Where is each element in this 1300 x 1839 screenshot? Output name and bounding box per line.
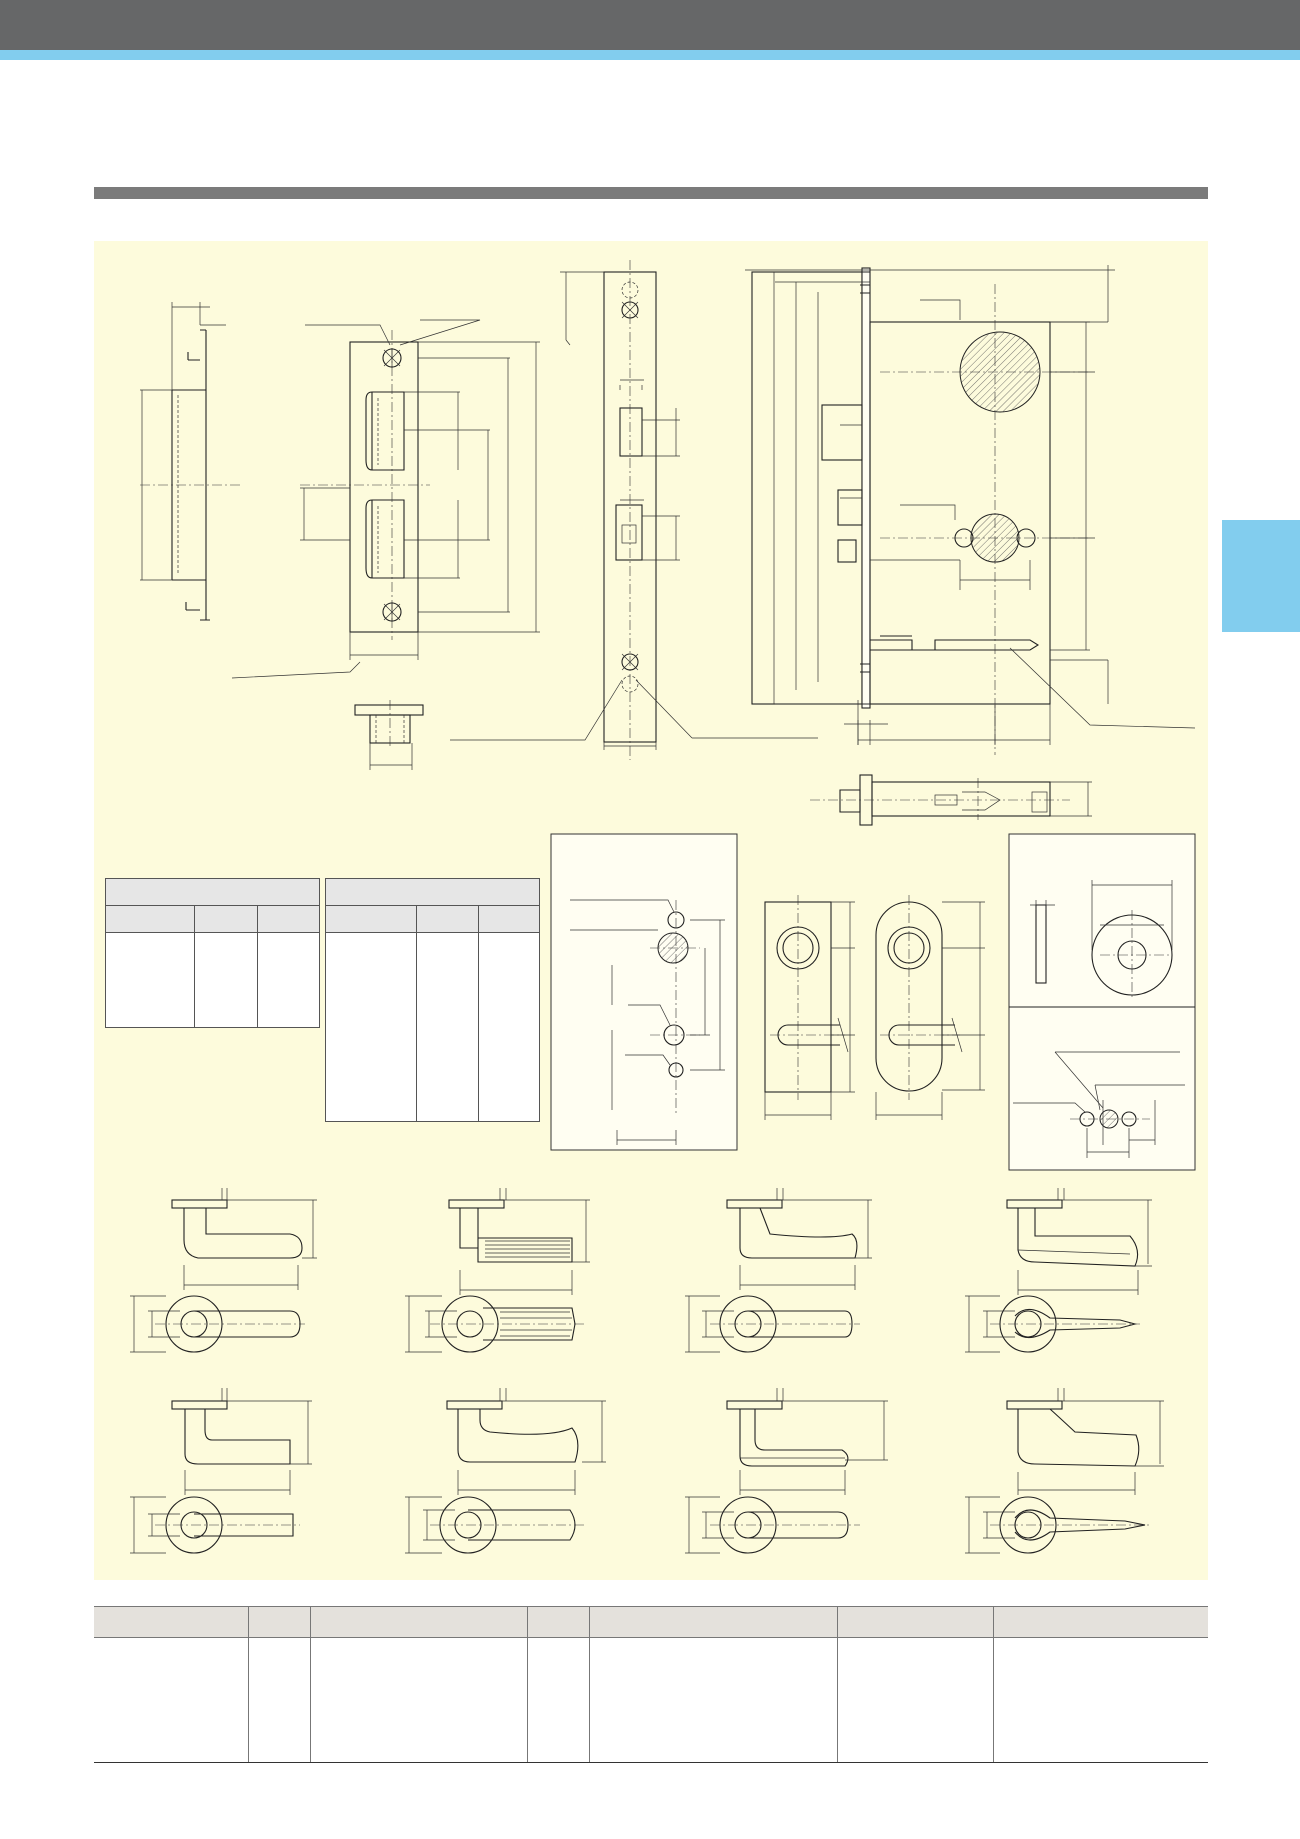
escutcheon-round-end xyxy=(875,895,985,1120)
spec-cell xyxy=(195,933,258,1027)
spec-header-cell xyxy=(258,906,319,932)
product-table xyxy=(94,1606,1208,1763)
spec-header-cell xyxy=(417,906,479,932)
table-header-cell xyxy=(993,1606,1208,1638)
table-cell xyxy=(94,1637,249,1763)
spec-table-body xyxy=(106,933,319,1027)
door-preparation-detail xyxy=(550,833,738,1151)
header-accent-stripe xyxy=(0,50,1300,60)
lock-faceplate-front-view xyxy=(450,260,818,760)
spec-header-cell xyxy=(106,906,195,932)
table-cell xyxy=(837,1637,994,1763)
table-row xyxy=(94,1637,1208,1763)
lever-handle-6 xyxy=(405,1388,606,1554)
spec-table-title xyxy=(106,879,319,906)
lock-case-front-view xyxy=(745,265,1196,755)
table-cell xyxy=(310,1637,528,1763)
table-cell xyxy=(993,1637,1208,1763)
escutcheon-square-end xyxy=(764,895,855,1120)
spec-cell xyxy=(258,933,319,1027)
spec-table-title xyxy=(326,879,539,906)
spec-table-body xyxy=(326,933,539,1121)
spec-table-header-row xyxy=(106,906,319,933)
through-hole-detail xyxy=(1013,1051,1185,1158)
table-cell xyxy=(248,1637,311,1763)
lever-handle-5 xyxy=(130,1388,312,1554)
chapter-tab[interactable] xyxy=(1222,520,1300,632)
strike-box-small-view xyxy=(354,700,424,770)
spec-table-left xyxy=(105,878,320,1028)
product-table-header xyxy=(94,1606,1208,1638)
table-header-cell xyxy=(527,1606,590,1638)
section-divider xyxy=(94,187,1208,199)
table-cell xyxy=(527,1637,590,1763)
latch-bottom-view xyxy=(810,774,1092,826)
spec-header-cell xyxy=(326,906,417,932)
lever-handle-8 xyxy=(965,1388,1164,1554)
spec-cell xyxy=(479,933,539,1121)
lever-handle-7 xyxy=(685,1388,888,1554)
spec-table-header-row xyxy=(326,906,539,933)
spec-cell xyxy=(326,933,417,1121)
header-bar xyxy=(0,0,1300,50)
table-header-cell xyxy=(310,1606,528,1638)
technical-drawings xyxy=(130,260,1196,1554)
table-header-cell xyxy=(589,1606,838,1638)
spec-header-cell xyxy=(195,906,258,932)
spec-cell xyxy=(106,933,195,1027)
table-cell xyxy=(589,1637,838,1763)
lever-handles xyxy=(130,1188,1164,1554)
lever-handle-4 xyxy=(965,1188,1152,1353)
lever-handle-3 xyxy=(685,1188,872,1353)
table-header-cell xyxy=(248,1606,311,1638)
spec-table-right xyxy=(325,878,540,1122)
spec-cell xyxy=(417,933,479,1121)
spec-header-cell xyxy=(479,906,539,932)
table-header-cell xyxy=(837,1606,994,1638)
strike-box-side-view xyxy=(140,302,240,621)
lever-handle-1 xyxy=(130,1188,317,1353)
lever-handle-2 xyxy=(405,1188,590,1353)
table-header-cell xyxy=(94,1606,249,1638)
strike-plate-front-view xyxy=(231,319,540,679)
